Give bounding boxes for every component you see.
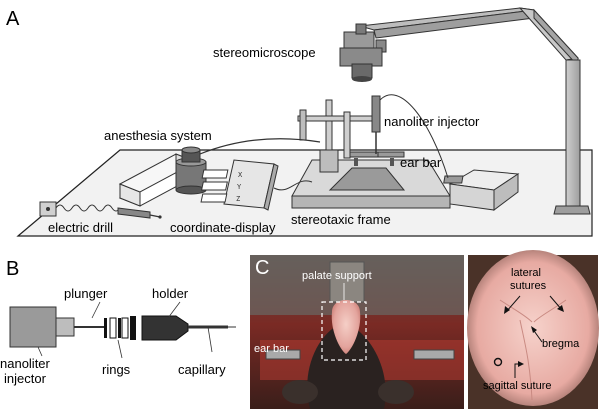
label-stereomicroscope: stereomicroscope	[213, 45, 316, 60]
plunger-pointer	[91, 301, 101, 319]
label-capillary: capillary	[178, 362, 226, 377]
panel-a: A stereomicroscope	[6, 7, 593, 237]
injector-pointer	[37, 346, 43, 357]
display-axis-y: Y	[237, 183, 242, 191]
label-palate-support: palate support	[302, 270, 372, 282]
label-bregma: bregma	[542, 338, 580, 350]
label-lateral: lateral	[511, 267, 541, 279]
panel-b-letter: B	[6, 258, 19, 280]
label-sutures: sutures	[510, 280, 547, 292]
label-electric-drill: electric drill	[48, 220, 113, 235]
nanoliter-injector	[371, 95, 381, 154]
stereomicroscope	[339, 23, 387, 82]
label-nanoliter-injector: nanoliter injector	[384, 114, 480, 129]
label-rings: rings	[102, 362, 131, 377]
label-nanoliter: nanoliter	[0, 356, 51, 371]
label-plunger: plunger	[64, 286, 108, 301]
panel-a-letter: A	[6, 8, 20, 30]
injector-controller	[443, 169, 520, 211]
photo-head-fixed	[250, 255, 464, 409]
zoom-region-box	[321, 301, 367, 361]
display-axis-x: X	[238, 171, 243, 179]
electric-drill	[39, 201, 162, 219]
panel-c: C palate support ear bar lateral sutures…	[250, 250, 599, 409]
holder-pointer	[167, 301, 181, 319]
stereomicroscope-arm	[359, 7, 591, 215]
anesthesia-system	[118, 146, 207, 207]
injector-assembly	[9, 306, 236, 348]
capillary-pointer	[207, 326, 213, 353]
controller-cable	[379, 94, 449, 179]
rings-pointer	[117, 339, 123, 359]
panel-c-letter: C	[255, 257, 269, 279]
label-ear-bar-c: ear bar	[254, 343, 289, 355]
coordinate-display: X Y Z	[200, 159, 279, 211]
panel-b: B plunger holder nanoliter injector ring…	[0, 258, 236, 386]
label-coordinate-display: coordinate-display	[170, 220, 276, 235]
stereotaxic-frame	[291, 99, 451, 209]
label-anesthesia-system: anesthesia system	[104, 128, 212, 143]
label-sagittal-suture: sagittal suture	[483, 380, 551, 392]
bregma-marker	[493, 357, 503, 367]
label-holder: holder	[152, 286, 189, 301]
display-cable	[273, 180, 313, 191]
label-stereotaxic-frame: stereotaxic frame	[291, 212, 391, 227]
display-axis-z: Z	[236, 195, 240, 203]
label-injector: injector	[4, 371, 47, 386]
anesthesia-tubing	[199, 138, 321, 155]
label-ear-bar-a: ear bar	[400, 155, 442, 170]
